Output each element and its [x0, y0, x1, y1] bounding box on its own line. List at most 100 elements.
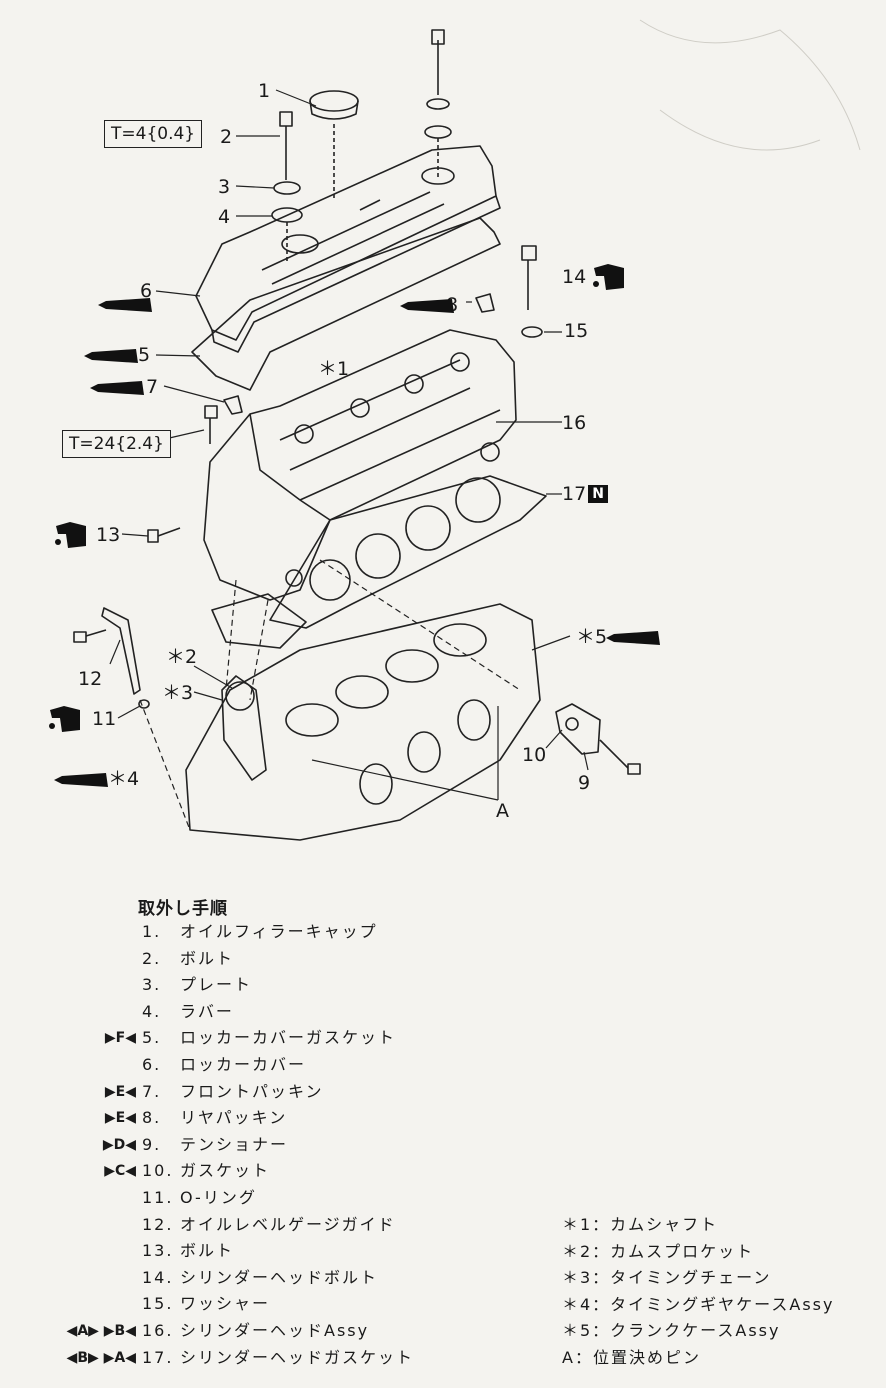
callout-label: 2 [220, 126, 233, 148]
step-part-name: オイルフィラーキャップ [180, 922, 378, 941]
step-part-name: プレート [180, 975, 253, 995]
note-item: ＊2：カムスプロケット [562, 1241, 755, 1261]
step-number: 6. [142, 1055, 162, 1074]
bolt-head [431, 29, 445, 45]
step-part-name: O-リング [180, 1188, 257, 1207]
new-part-badge: N [588, 485, 608, 503]
step-part-name: シリンダーヘッドガスケット [180, 1347, 415, 1367]
callout-label: 13 [96, 524, 121, 546]
callout-label: ＊4 [108, 768, 140, 790]
rocker-cover-gasket [191, 217, 501, 391]
torque-spec-box: T=4{0.4} [104, 120, 203, 148]
procedure-step: 2.ボルト [0, 947, 560, 971]
procedure-step: 1. オイルフィラーキャップ [0, 920, 560, 944]
callout-label: 7 [146, 376, 159, 398]
procedure-step: ◀B▶ ▶A◀ 17. シリンダーヘッドガスケット [0, 1346, 560, 1370]
callout-label: ＊2 [166, 646, 198, 668]
step-part-name: ボルト [180, 948, 235, 968]
step-part-name: ボルト [180, 1241, 235, 1261]
callout-label: 9 [578, 772, 591, 794]
washer [426, 98, 450, 110]
step-reference-marks: ▶C◀ [104, 1163, 136, 1180]
step-number: 14. [142, 1267, 174, 1287]
procedure-step: ▶F◀ 5. ロッカーカバーガスケット [0, 1026, 560, 1050]
step-number: 1. [142, 922, 162, 941]
procedure-step: 15.ワッシャー [0, 1292, 560, 1316]
note-item: ＊3：タイミングチェーン [562, 1268, 772, 1288]
procedure-step: 12.オイルレベルゲージガイド [0, 1213, 560, 1237]
callout-label: 1 [258, 80, 271, 102]
sealant-tube-icon [98, 298, 152, 312]
step-reference-marks: ▶D◀ [102, 1136, 136, 1153]
callout-label: 5 [138, 344, 151, 366]
step-part-name: フロントパッキン [180, 1081, 324, 1101]
engine-oil-icon [49, 706, 80, 732]
sealant-tube-icon [84, 349, 138, 363]
callout-label: 12 [78, 668, 103, 690]
callout-label: 6 [140, 280, 153, 302]
callout-label: 4 [218, 206, 231, 228]
procedure-step: 4. ラバー [0, 1000, 560, 1024]
engine-oil-icon [593, 264, 624, 290]
engine-oil-icon [55, 522, 86, 548]
step-part-name: ロッカーカバーガスケット [180, 1028, 397, 1048]
oil-filler-cap [309, 90, 359, 112]
step-number: 8. [142, 1108, 162, 1128]
step-number: 11. [142, 1188, 174, 1207]
step-part-name: テンショナー [180, 1134, 289, 1154]
sealant-tube-icon [400, 299, 454, 313]
procedure-step: ▶E◀7.フロントパッキン [0, 1080, 560, 1104]
cylinder-block [185, 603, 541, 841]
step-reference-marks: ◀B▶ ▶A◀ [66, 1349, 136, 1366]
procedure-step: 14.シリンダーヘッドボルト [0, 1266, 560, 1290]
step-number: 10. [142, 1161, 174, 1181]
exploded-diagram: T=4{0.4} T=24{2.4} 1 2 3 4 6 5 7 ＊1 8 14… [49, 19, 861, 841]
step-part-name: ロッカーカバー [180, 1055, 307, 1074]
procedure-step: ◀A▶ ▶B◀ 16. シリンダーヘッドAssy [0, 1319, 560, 1343]
note-item: ＊1：カムシャフト [562, 1215, 719, 1234]
engine-drawing [73, 19, 861, 841]
step-number: 4. [142, 1001, 162, 1021]
step-number: 16. [142, 1321, 174, 1340]
procedure-heading: 取外し手順 [138, 899, 228, 919]
procedure-step: ▶D◀ 9. テンショナー [0, 1133, 560, 1157]
note-item: A：位置決めピン [562, 1348, 701, 1367]
step-reference-marks: ▶F◀ [104, 1030, 136, 1047]
rocker-cover [195, 145, 497, 341]
procedure-step: 13. ボルト [0, 1239, 560, 1263]
step-part-name: ワッシャー [180, 1294, 271, 1314]
step-number: 3. [142, 975, 162, 995]
callout-label: 10 [522, 744, 547, 766]
note-item: ＊4：タイミングギヤケースAssy [562, 1294, 835, 1314]
step-number: 17. [142, 1347, 174, 1367]
step-part-name: リヤパッキン [180, 1108, 288, 1128]
sealant-tube-icon [54, 773, 108, 787]
step-number: 5. [142, 1028, 162, 1048]
callout-label: ＊1 [318, 358, 350, 380]
sealant-tube-icon [90, 381, 144, 395]
step-part-name: ガスケット [180, 1161, 271, 1181]
procedure-step: 11. O-リング [0, 1186, 560, 1210]
sealant-tube-icon [606, 631, 660, 645]
step-reference-marks: ◀A▶ ▶B◀ [66, 1323, 136, 1339]
step-number: 9. [142, 1134, 162, 1154]
torque-spec-box: T=24{2.4} [62, 430, 171, 458]
callout-label: 11 [92, 708, 117, 730]
procedure-step: ▶E◀ 8. リヤパッキン [0, 1106, 560, 1130]
step-number: 13. [142, 1241, 174, 1261]
step-reference-marks: ▶E◀ [104, 1110, 136, 1127]
step-part-name: オイルレベルゲージガイド [180, 1214, 396, 1234]
cylinder-head-gasket [269, 475, 547, 629]
step-part-name: ラバー [180, 1001, 234, 1021]
callout-label: ＊5 [576, 626, 608, 648]
procedure-step: 6. ロッカーカバー [0, 1053, 560, 1077]
callout-number: 17 [562, 483, 587, 505]
callout-label: 16 [562, 412, 587, 434]
step-part-name: シリンダーヘッドAssy [180, 1321, 370, 1340]
callout-label: 3 [218, 176, 231, 198]
callout-label: A [496, 800, 509, 822]
tensioner [555, 703, 601, 755]
cylinder-head [203, 329, 517, 601]
procedure-step: 3. プレート [0, 973, 560, 997]
